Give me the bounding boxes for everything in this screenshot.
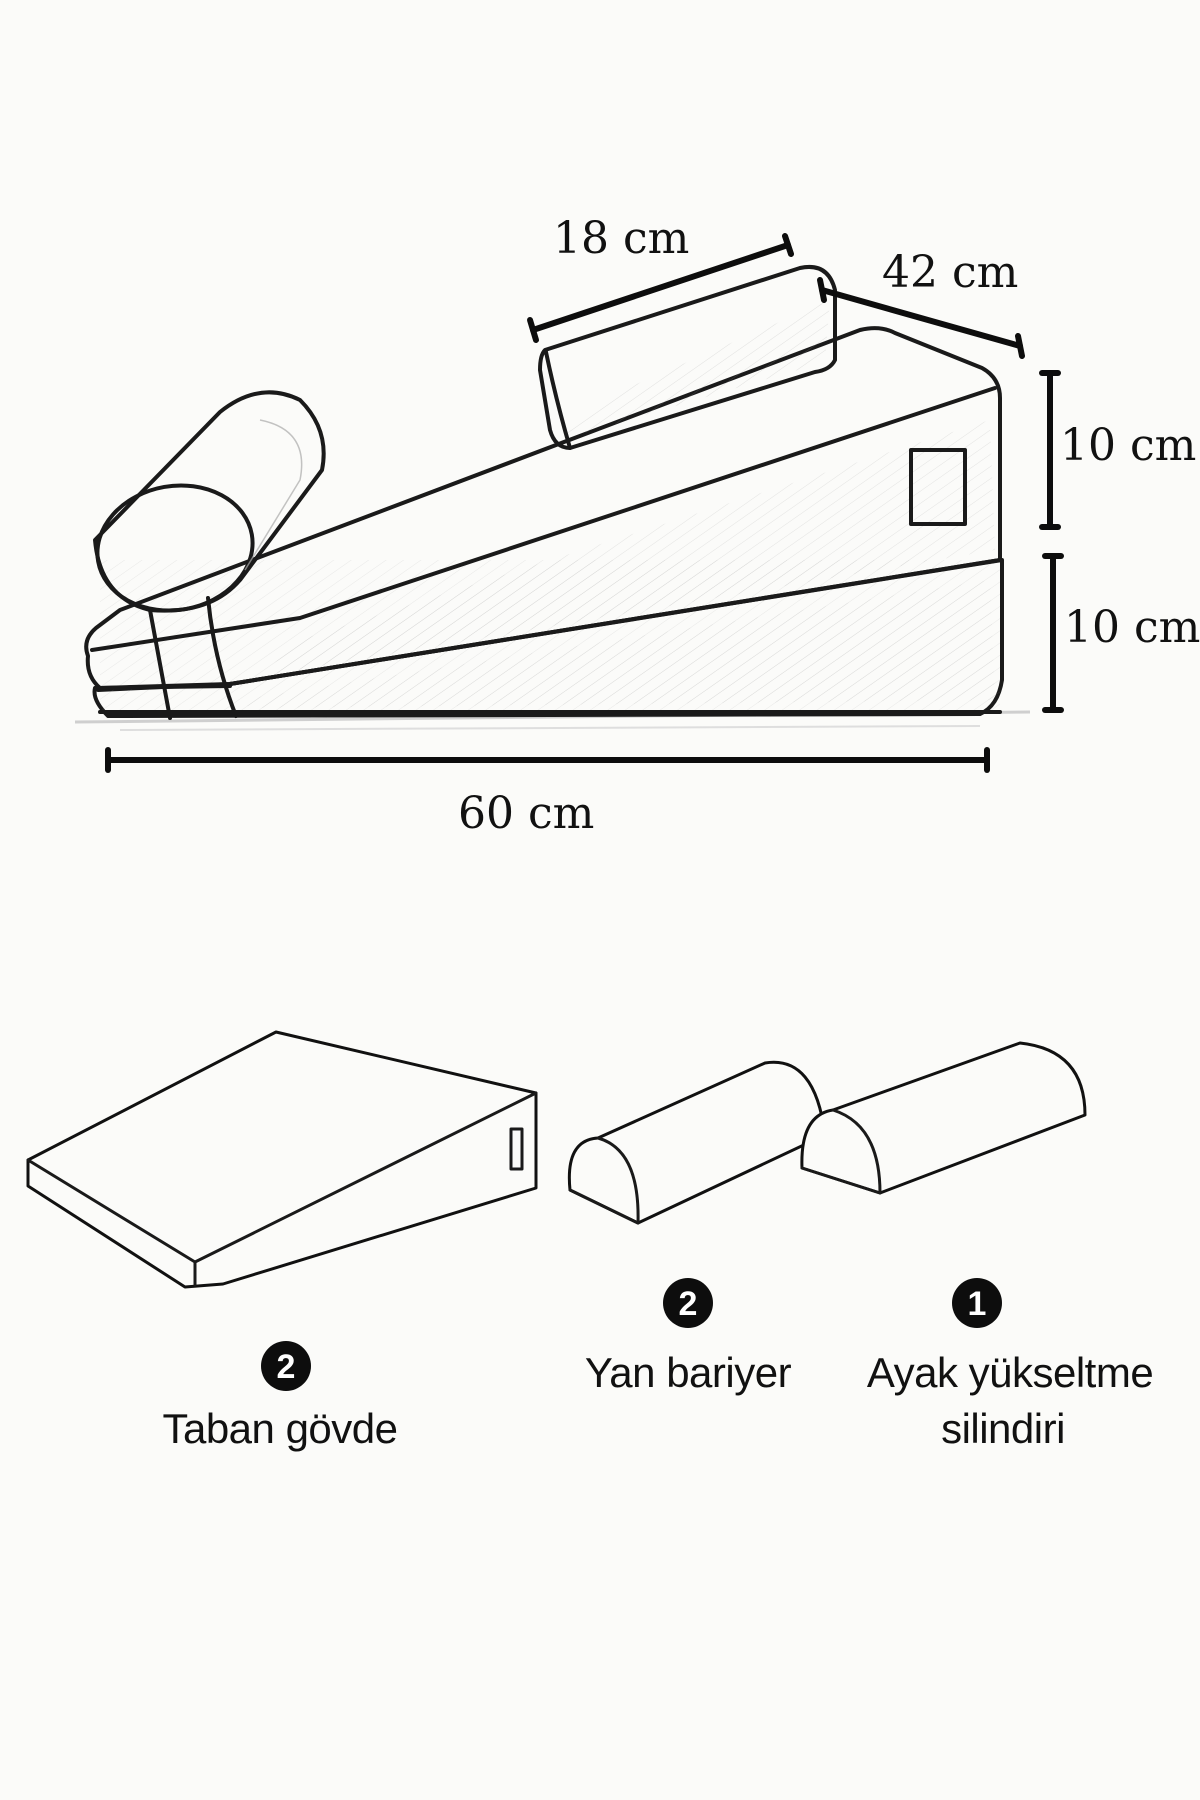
dimension-label-60cm: 60 cm [458, 788, 594, 839]
part-side-barrier: 2 Yan bariyer [567, 1060, 827, 1396]
part-label-foot-roll-line1: Ayak yükseltme [867, 1349, 1153, 1396]
foot-roll-bolster [93, 390, 326, 613]
part-foot-elevation-roll: 1 Ayak yükseltme silindiri [800, 1041, 1154, 1452]
side-barrier-bolster [538, 265, 837, 450]
dimension-top-10cm: 10 cm [1039, 370, 1196, 530]
part-label-base-wedge: Taban gövde [162, 1405, 397, 1452]
svg-text:2: 2 [679, 1285, 698, 1323]
dimension-bottom-10cm: 10 cm [1042, 553, 1200, 713]
dimension-42cm: 42 cm [817, 247, 1025, 359]
svg-text:1: 1 [968, 1285, 987, 1323]
count-badge [952, 1278, 1002, 1328]
side-pocket [909, 448, 967, 526]
count-badge [261, 1341, 311, 1391]
dimension-label-42cm: 42 cm [882, 247, 1018, 298]
count-badge [663, 1278, 713, 1328]
part-base-wedge: 2 Taban gövde [26, 1030, 538, 1452]
part-label-foot-roll-line2: silindiri [941, 1405, 1065, 1452]
svg-text:2: 2 [277, 1348, 296, 1386]
wedge-pillow-sketch [74, 265, 1031, 731]
part-label-side-barrier: Yan bariyer [585, 1349, 792, 1396]
dimension-label-18cm: 18 cm [553, 213, 689, 264]
dimension-label-top-10cm: 10 cm [1060, 420, 1196, 471]
dimension-18cm: 18 cm [527, 213, 794, 343]
dimension-60cm: 60 cm [105, 747, 990, 839]
dimension-label-bottom-10cm: 10 cm [1064, 602, 1200, 653]
